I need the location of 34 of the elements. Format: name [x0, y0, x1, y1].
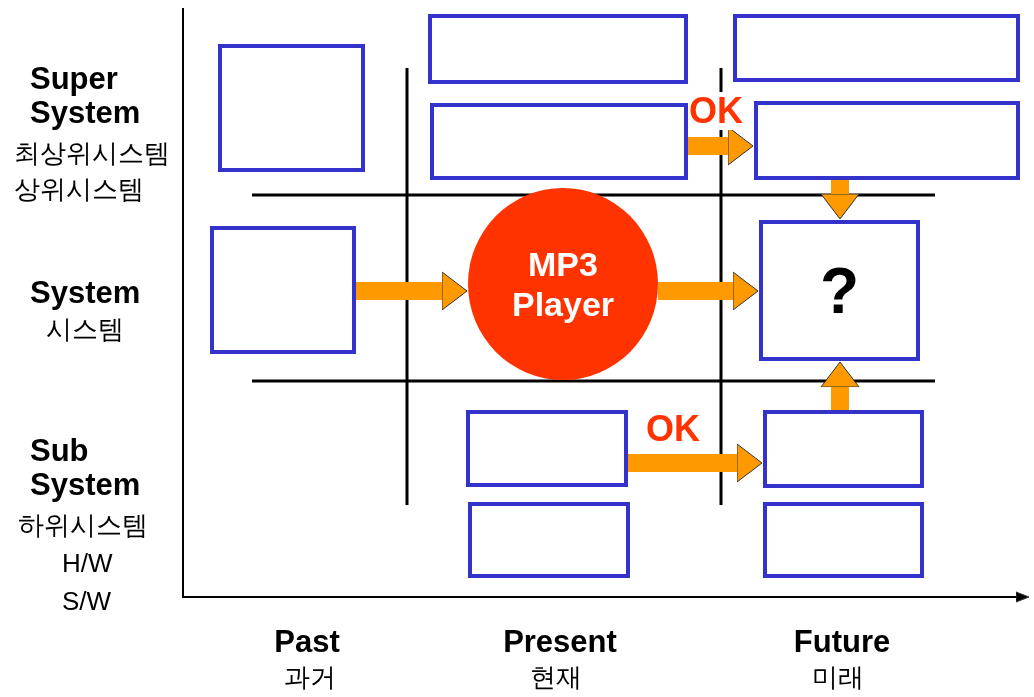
window-box — [763, 502, 924, 578]
row-heading: Super System — [30, 62, 142, 130]
window-box — [428, 14, 688, 84]
window-box — [218, 44, 365, 172]
subtitle-text: 현재 — [530, 662, 582, 692]
arrow — [820, 361, 860, 410]
window-box — [763, 410, 924, 488]
subtitle-text: 상위시스템 — [14, 174, 144, 204]
row-heading: Sub System — [30, 434, 142, 502]
subtitle-text: H/W — [62, 548, 113, 578]
edge-label: OK — [689, 92, 743, 130]
subtitle-text: 최상위시스템 — [14, 138, 170, 168]
node-label: MP3 Player — [510, 244, 616, 324]
window-box — [210, 226, 356, 354]
arrow — [628, 443, 763, 483]
row-heading: System — [30, 276, 141, 310]
window-box — [430, 103, 688, 180]
window-box — [759, 220, 920, 361]
subtitle-text: 미래 — [812, 662, 864, 692]
node-label: ? — [819, 253, 860, 328]
subtitle-text: 시스템 — [46, 314, 124, 344]
window-box — [754, 101, 1020, 180]
column-heading: Future — [793, 625, 891, 659]
column-heading: Present — [503, 625, 617, 659]
window-box — [733, 14, 1020, 82]
subtitle-text: S/W — [62, 586, 112, 616]
column-heading: Past — [274, 625, 340, 659]
window-box — [466, 410, 628, 487]
arrow — [820, 180, 860, 220]
subtitle-text: 하위시스템 — [18, 510, 148, 540]
arrow — [356, 271, 468, 311]
arrow — [658, 271, 759, 311]
subtitle-text: 과거 — [284, 662, 336, 692]
window-box — [468, 502, 630, 578]
